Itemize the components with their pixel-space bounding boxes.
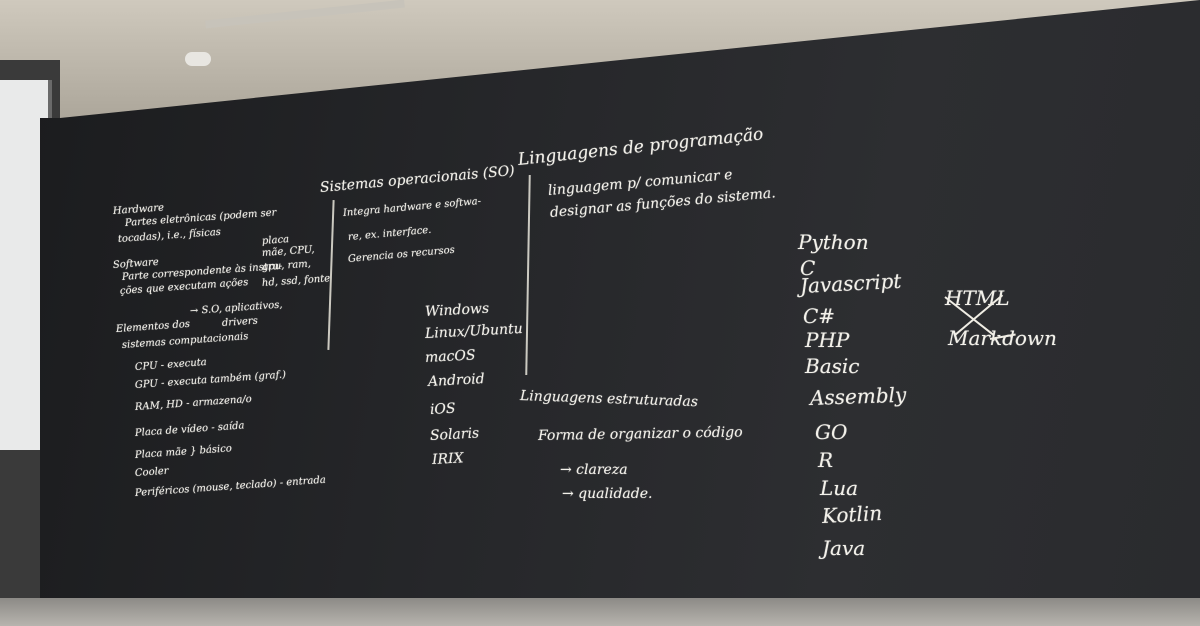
language-item: PHP [805,328,850,352]
side-note: placa [261,234,290,247]
language-item: Assembly [809,382,907,410]
language-item: Basic [805,354,860,378]
chalk-line: → qualidade. [562,486,653,502]
os-item: macOS [424,347,476,366]
security-camera-icon [185,52,211,66]
language-item: GO [815,420,848,444]
os-item: IRIX [431,450,464,468]
language-item: C [800,256,816,280]
language-item: Python [798,230,869,254]
crossed-language: Markdown [948,326,1057,350]
os-item: Windows [424,300,490,320]
os-item: Android [427,371,485,390]
chalk-line: Cooler [134,465,169,479]
language-item: C# [803,304,836,328]
language-item: Kotlin [821,500,883,528]
os-item: Solaris [429,425,480,444]
floor-edge [0,598,1200,626]
os-item: iOS [429,400,456,418]
language-item: Java [822,536,866,560]
language-item: Lua [820,476,859,500]
chalk-line: → clareza [560,462,628,478]
language-item: R [818,448,834,472]
